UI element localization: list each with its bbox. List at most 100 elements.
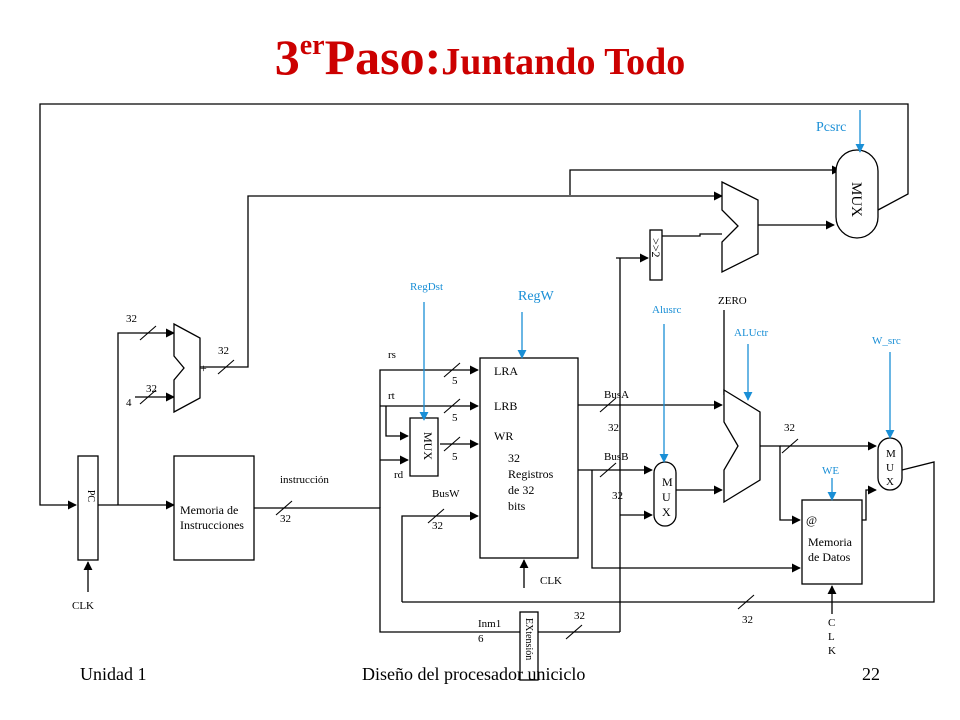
shift-label: >>2 (649, 238, 663, 258)
w-alu-out: 32 (784, 422, 795, 434)
port-wr: WR (494, 429, 513, 443)
clk-mem-k: K (828, 645, 836, 657)
inm16-label-1: Inm1 (478, 618, 501, 630)
busw-label: BusW (432, 488, 460, 500)
rd-label: rd (394, 469, 404, 481)
pcmux-label: MUX (848, 182, 864, 217)
w-writeback: 32 (742, 614, 753, 626)
instruction-memory (173, 455, 255, 561)
instr-mem-label-2: Instrucciones (180, 518, 244, 532)
wire-pc4-to-pcmux (569, 165, 841, 195)
regs-label-3: de 32 (508, 483, 534, 497)
w-instruction: 32 (280, 513, 291, 525)
wire-writeback (402, 461, 935, 603)
wire-pc-feedback (39, 103, 909, 510)
slide-title: 3erPaso:Juntando Todo (0, 28, 960, 86)
wsrc-label: W_src (872, 335, 901, 347)
alumux-m: M (662, 475, 673, 489)
clk-regs-label: CLK (540, 575, 562, 587)
w-rd: 5 (452, 451, 458, 463)
w-adder-in: 32 (126, 313, 137, 325)
rt-label: rt (388, 390, 395, 402)
pc-adder (173, 322, 201, 414)
title-superscript: er (299, 30, 325, 61)
wire-alu-out (760, 445, 801, 525)
slash-busa (599, 397, 617, 413)
four-label: 4 (126, 397, 132, 409)
wire-mem-to-wbmux (862, 485, 877, 521)
wire-rt-to-mux (385, 406, 409, 441)
slash-busb (599, 462, 617, 478)
wbmux-m: M (886, 448, 896, 460)
ext-label: EXtensión (523, 618, 534, 660)
port-lra: LRA (494, 364, 518, 378)
regdst-label: RegDst (410, 281, 443, 293)
slash-adder-in (139, 325, 157, 341)
w-ext: 32 (574, 610, 585, 622)
footer-course: Diseño del procesador uniciclo (362, 664, 586, 684)
slash-busw (427, 508, 445, 524)
w-busw: 32 (432, 520, 443, 532)
rs-label: rs (388, 349, 396, 361)
slash-alu-out (781, 438, 799, 454)
instr-mem-label-1: Memoria de (180, 503, 238, 517)
title-step: Paso: (324, 29, 442, 85)
wire-busw (401, 511, 479, 602)
pcsrc-label: Pcsrc (816, 120, 846, 135)
datamem-label-2: de Datos (808, 550, 851, 564)
wire-pc-to-adder (117, 328, 175, 505)
branch-mux (721, 180, 759, 274)
instruccion-label: instrucción (280, 474, 329, 486)
shift-left-block (649, 229, 663, 281)
w-busb: 32 (612, 490, 623, 502)
busb-label: BusB (604, 451, 628, 463)
footer-unit: Unidad 1 (80, 664, 147, 684)
slash-four (139, 389, 157, 405)
alumux-x: X (662, 505, 671, 519)
title-number: 3 (274, 29, 300, 85)
datamem-addr: @ (806, 513, 817, 527)
datamem-label-1: Memoria (808, 535, 853, 549)
register-mux (409, 417, 439, 477)
regs-label-4: bits (508, 499, 526, 513)
regs-label-1: 32 (508, 451, 520, 465)
clk-mem-l: L (828, 631, 835, 643)
alusrc-label: Alusrc (652, 304, 681, 316)
wbmux-u: U (886, 462, 894, 474)
wire-rs (379, 365, 479, 508)
adder-label: + (200, 361, 207, 375)
clk-pc-label: CLK (72, 600, 94, 612)
w-four: 32 (146, 383, 157, 395)
slash-rd (443, 436, 461, 452)
wire-shift-to-branch-mux (662, 233, 722, 237)
zero-label: ZERO (718, 295, 747, 307)
wbmux-x: X (886, 476, 894, 488)
blocks (77, 149, 903, 681)
alumux-u: U (662, 490, 671, 504)
mux-rd-label: MUX (421, 432, 435, 460)
wire-busb-to-mem (591, 470, 801, 573)
pc-label: PC (85, 490, 96, 503)
w-rt: 5 (452, 412, 458, 424)
we-label: WE (822, 465, 839, 477)
slash-adder-out (217, 359, 235, 375)
slash-ext (565, 624, 583, 640)
busa-label: BusA (604, 389, 629, 401)
alu (723, 388, 761, 504)
regs-label-2: Registros (508, 467, 554, 481)
w-rs: 5 (452, 375, 458, 387)
regw-label: RegW (518, 289, 555, 304)
slash-rs (443, 362, 461, 378)
clk-mem-c: C (828, 617, 835, 629)
control-lines (419, 110, 895, 501)
slash-instruction (275, 500, 293, 516)
slash-writeback (737, 594, 755, 610)
inm16-label-2: 6 (478, 633, 484, 645)
title-subtitle: Juntando Todo (441, 41, 686, 83)
w-adder-out: 32 (218, 345, 229, 357)
register-file (479, 357, 579, 559)
aluctr-label: ALUctr (734, 327, 769, 339)
wire-instruction-bus (254, 507, 620, 633)
bus-slashes (139, 325, 799, 640)
